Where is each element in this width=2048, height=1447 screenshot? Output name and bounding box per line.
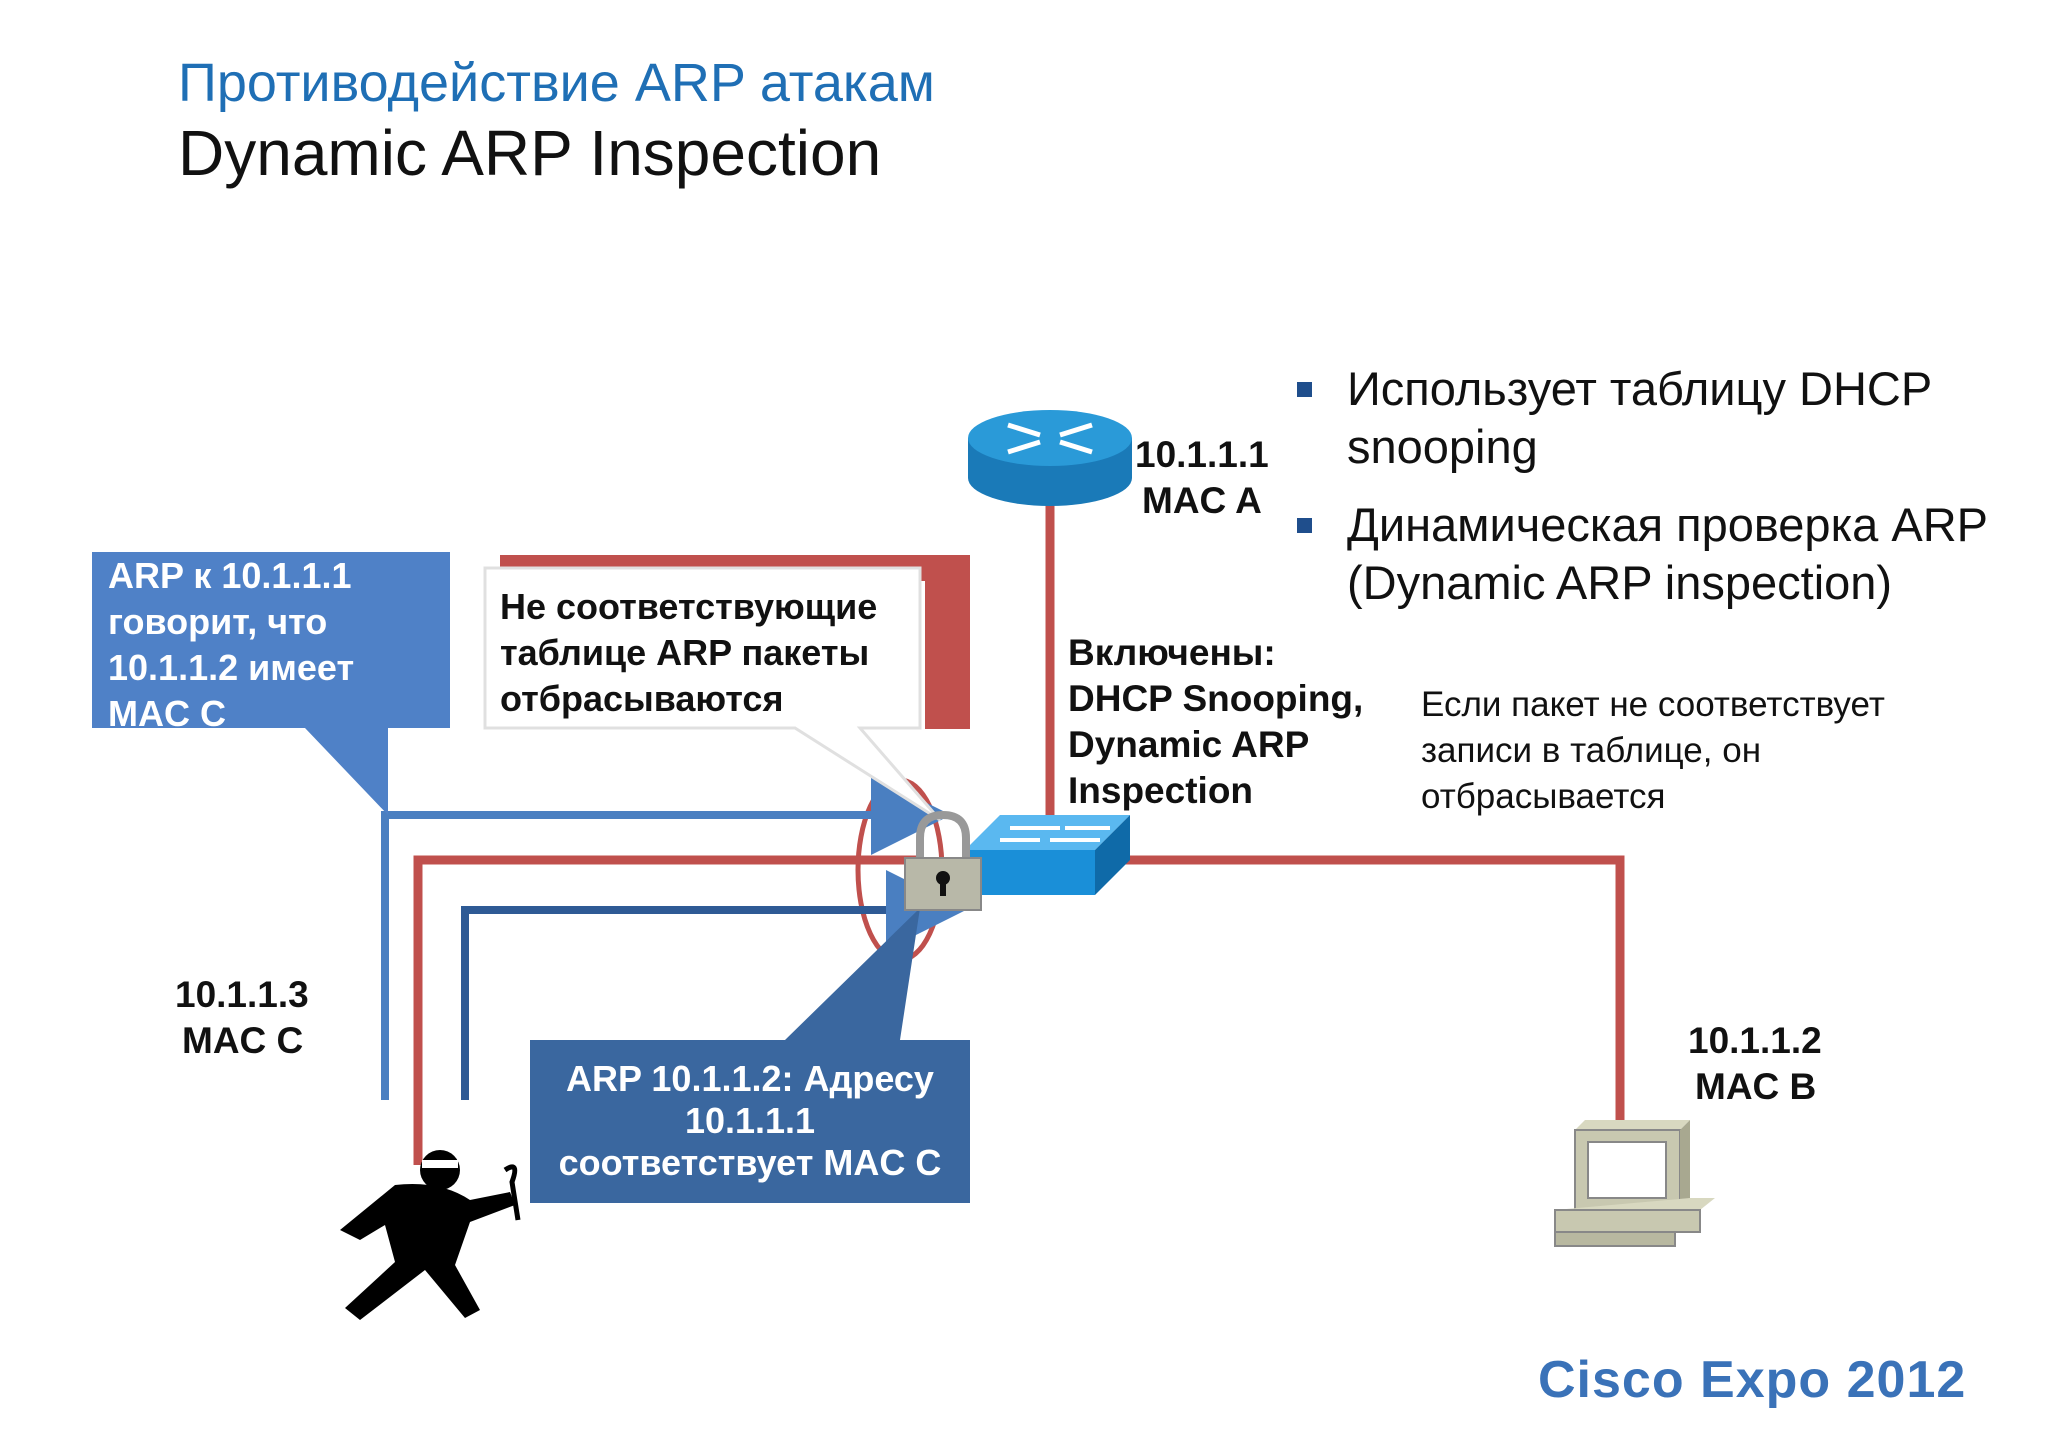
callout-top-left-line4: MAC C: [108, 693, 226, 734]
callout-drop-bg: [483, 566, 942, 822]
padlock-icon: [904, 810, 982, 911]
switch-label-line4: Inspection: [1068, 770, 1254, 811]
slide-subtitle: Противодействие ARP атакам: [178, 53, 935, 113]
bullet-item: Динамическая проверка ARP (Dynamic ARP i…: [1295, 496, 2015, 612]
callout-top-left-line3: 10.1.1.2 имеет: [108, 647, 355, 688]
callout-drop-line2: таблице ARP пакеты: [500, 632, 870, 673]
callout-drop-line3: отбрасываются: [500, 678, 784, 719]
host-ip-label: 10.1.1.2: [1688, 1020, 1822, 1061]
attacker-link: [413, 855, 920, 1165]
switch-icon: [965, 815, 1130, 895]
router-mac-label: MAC A: [1142, 480, 1262, 521]
red-bar-right: [925, 555, 970, 729]
host-computer-icon: [1554, 1120, 1715, 1247]
callout-top-left-line2: говорит, что: [108, 601, 328, 642]
router-icon: [968, 410, 1132, 506]
callout-bottom-line1: ARP 10.1.1.2: Адресу: [566, 1058, 934, 1099]
callout-drop-line1: Не соответствующие: [500, 586, 878, 627]
attacker-icon: [340, 1150, 521, 1320]
switch-label-line3: Dynamic ARP: [1068, 724, 1310, 765]
callout-bottom-bg: [530, 908, 970, 1203]
arp-arrow-upper: [381, 775, 951, 1100]
switch-label-line1: Включены:: [1068, 632, 1276, 673]
callout-top-left-bg: [92, 552, 450, 815]
attacker-mac-label: MAC C: [182, 1020, 304, 1061]
callout-bottom-line3: соответствует MAC C: [558, 1142, 942, 1183]
host-link: [1120, 855, 1625, 1125]
host-mac-label: MAC B: [1695, 1066, 1817, 1107]
slide-title: Dynamic ARP Inspection: [178, 117, 882, 189]
switch-label-line2: DHCP Snooping,: [1068, 678, 1364, 719]
callout-top-left-line1: ARP к 10.1.1.1: [108, 555, 352, 596]
drop-note: Если пакет не соответствует записи в таб…: [1421, 685, 1885, 816]
arp-arrow-lower: [461, 870, 966, 1100]
attacker-ip-label: 10.1.1.3: [175, 974, 309, 1015]
cisco-expo-logo: Cisco Expo 2012: [1538, 1351, 1967, 1409]
router-ip-label: 10.1.1.1: [1135, 434, 1269, 475]
bullet-item: Использует таблицу DHCP snooping: [1295, 360, 2015, 476]
bullet-list: Использует таблицу DHCP snooping Динамич…: [1295, 360, 2015, 632]
callout-bottom-line2: 10.1.1.1: [684, 1100, 816, 1141]
